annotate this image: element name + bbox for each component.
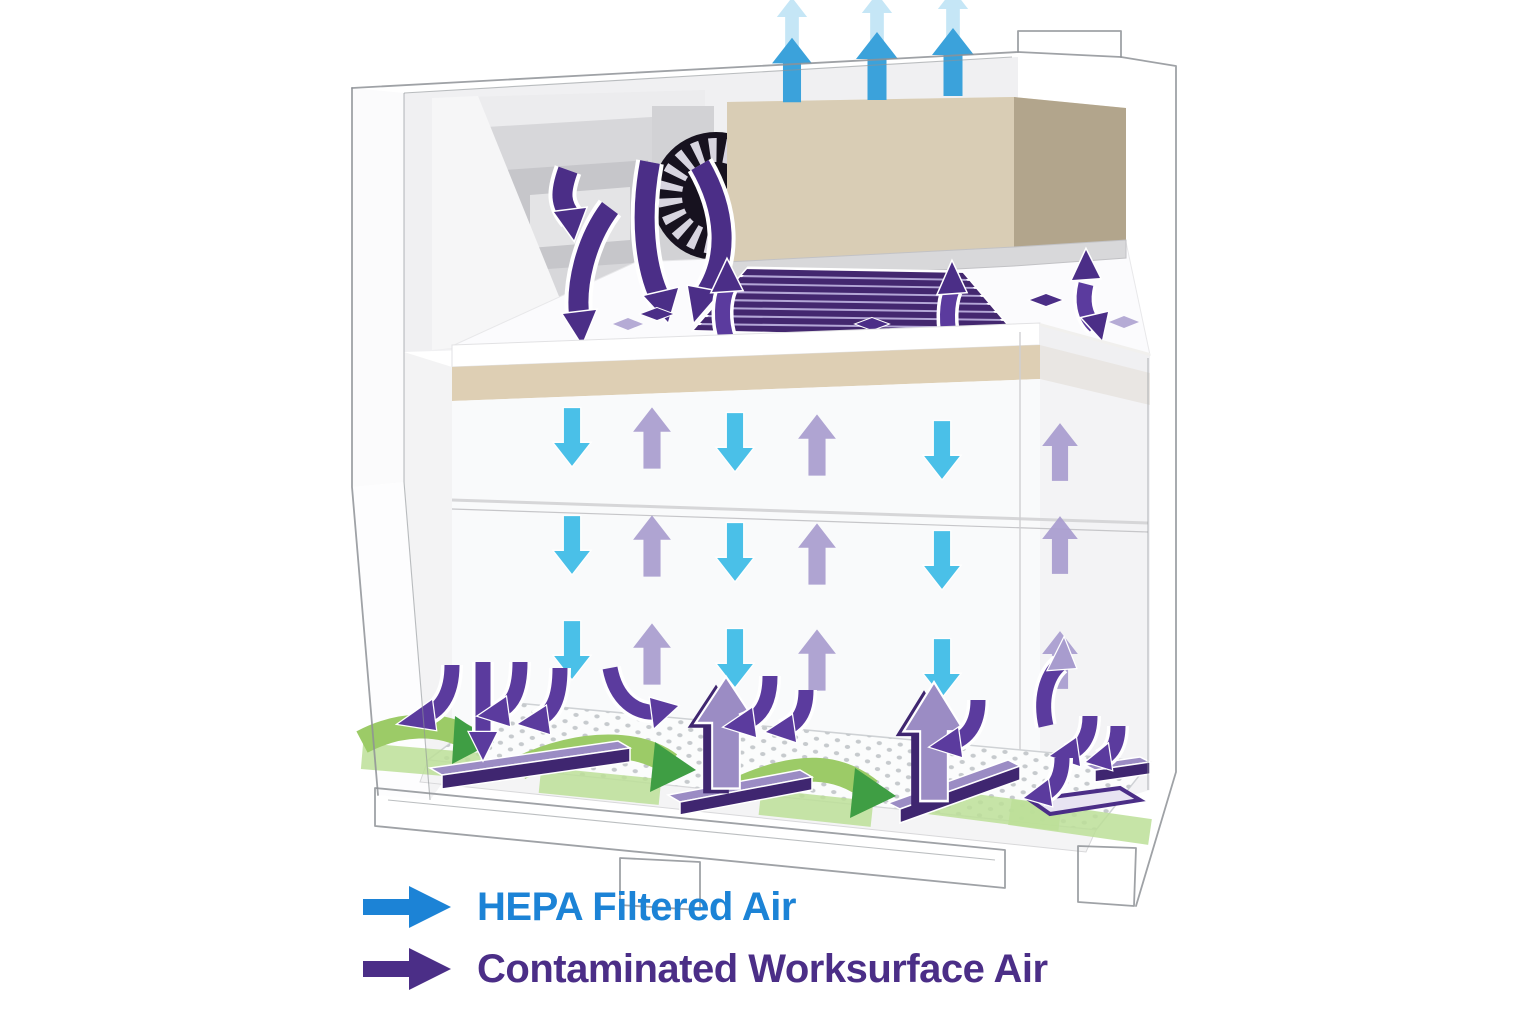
hepa-filtered-air-arrow-icon [363, 886, 451, 928]
contaminated-air-arrow-icon [363, 948, 451, 990]
air-diamond-light [1109, 316, 1139, 328]
grille-split-arrowhead-down [1079, 310, 1110, 344]
contaminated-hooks-right [895, 634, 1129, 808]
green-arrowhead [850, 768, 896, 818]
grille-split-arrowhead-up [1069, 246, 1103, 282]
exhaust-filter-housing [726, 97, 1127, 282]
legend-row-hepa: HEPA Filtered Air [363, 884, 1048, 930]
plenum-arrowhead [551, 206, 589, 244]
base-slab [374, 787, 1006, 889]
legend-row-contaminated: Contaminated Worksurface Air [363, 946, 1048, 992]
exhaust-box-side [1014, 97, 1126, 247]
sash-line [451, 498, 1149, 525]
plenum-arrowhead [686, 284, 723, 326]
green-arrowhead [650, 742, 696, 792]
cabinet-outline [351, 30, 1177, 911]
drain-tray [1024, 785, 1146, 817]
hepa-filter-band [452, 345, 1040, 401]
sash-line-2 [451, 508, 1149, 533]
outline-left [351, 87, 379, 796]
right-side-wall [1040, 326, 1150, 822]
hepa-filtered-air-label: HEPA Filtered Air [477, 885, 796, 929]
recirculation-arrows-upper [548, 158, 736, 348]
grille-arrowhead [935, 258, 969, 296]
chamber-back [452, 379, 1040, 820]
left-canopy-panel [352, 88, 404, 487]
contaminated-air-label: Contaminated Worksurface Air [477, 947, 1048, 991]
plenum-arrowhead [560, 308, 599, 348]
air-diamond [638, 306, 676, 322]
outline-top-right [351, 30, 1177, 907]
airflow-legend: HEPA Filtered Air Contaminated Worksurfa… [363, 884, 1048, 992]
outline-collar [1017, 51, 1122, 58]
contaminated-hooks-center [687, 675, 817, 794]
worksurface-contaminated-arrows [394, 634, 1153, 825]
air-diamond [1027, 292, 1065, 308]
contaminated-hooks-left [394, 661, 681, 763]
plenum-funnel-face [432, 96, 575, 350]
base-leg-right [1077, 845, 1137, 907]
outline-inner-slant [403, 481, 431, 801]
grille-arrowhead [709, 256, 745, 294]
exhaust-box-front [727, 97, 1014, 262]
base-inner-line [387, 799, 996, 861]
outline-inner-top [403, 56, 1013, 94]
base-leg-left [619, 857, 701, 911]
air-diamond-light [613, 318, 643, 330]
